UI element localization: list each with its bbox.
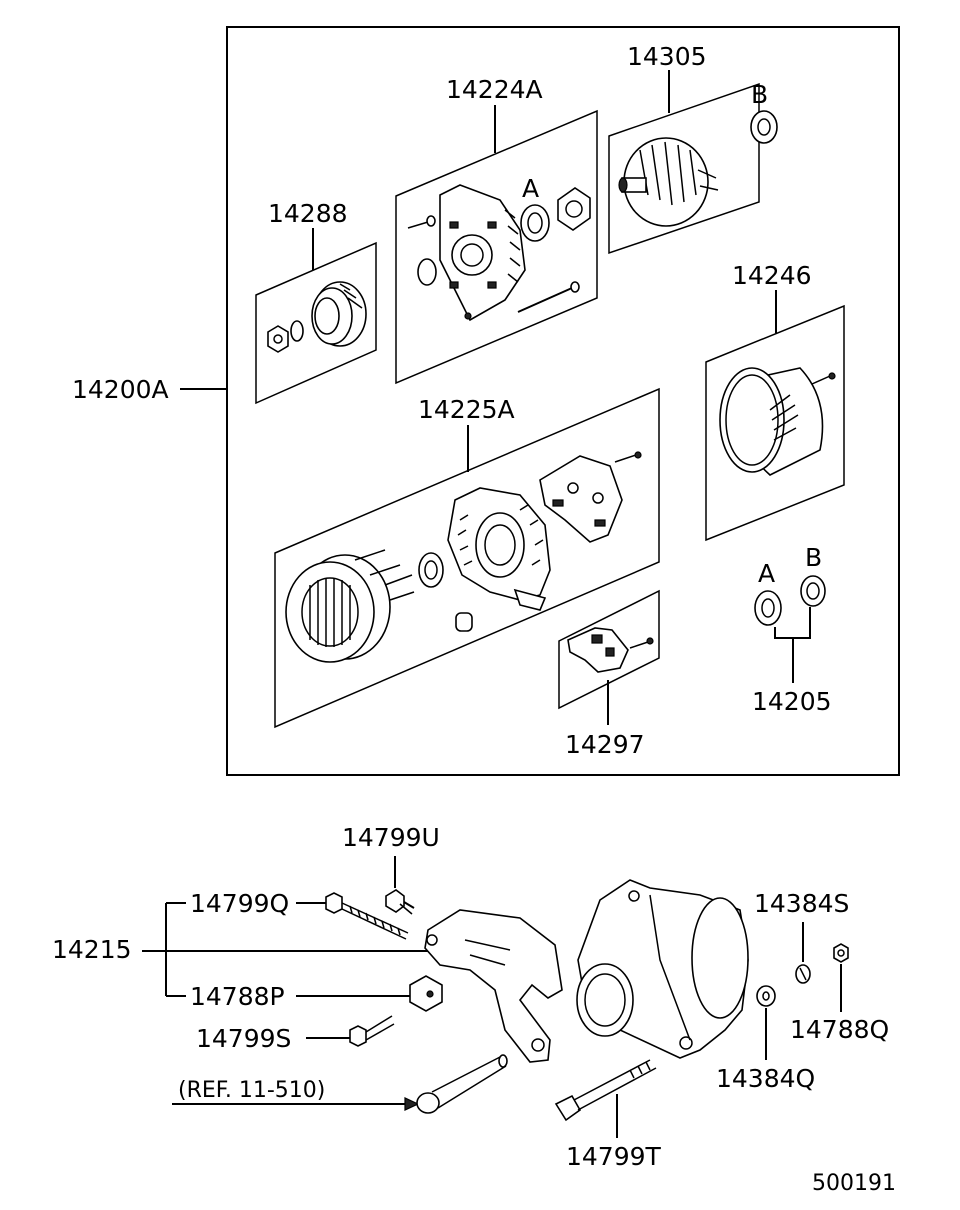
assembly-frame (226, 26, 900, 776)
bolt-icon (416, 1054, 508, 1114)
regulator-icon (567, 627, 654, 673)
label-bracket[interactable]: 14215 (52, 935, 132, 964)
label-pulley[interactable]: 14288 (268, 199, 348, 228)
pulley-icon (311, 281, 367, 347)
stator-cover-group: 14246 (705, 261, 845, 542)
bearing-icon (520, 204, 550, 242)
label-bearing-set[interactable]: 14205 (752, 687, 832, 716)
label-bearing-b-set[interactable]: B (805, 543, 822, 572)
label-bearing-b-top[interactable]: B (751, 80, 768, 109)
label-washer-q[interactable]: 14384Q (716, 1064, 815, 1093)
figure-id: 500191 (812, 1171, 896, 1196)
spacer-icon (455, 612, 473, 632)
bolt-icon (349, 1015, 395, 1047)
label-reference[interactable]: (REF. 11-510) (178, 1078, 325, 1103)
bolt-icon (325, 892, 409, 940)
bearing-icon (418, 552, 444, 588)
rotor-icon (618, 137, 719, 227)
stator-icon (285, 549, 415, 663)
retainer-icon (557, 187, 591, 231)
label-front-housing[interactable]: 14225A (418, 395, 515, 424)
washer-icon (795, 964, 811, 984)
ring-icon (417, 258, 437, 286)
label-assembly[interactable]: 14200A (72, 375, 169, 404)
nut-icon (409, 975, 443, 1012)
bearing-icon (754, 590, 782, 626)
regulator-group: 14297 (558, 589, 660, 759)
label-bearing-a-set[interactable]: A (758, 559, 775, 588)
label-rear-housing[interactable]: 14224A (446, 75, 543, 104)
rotor-group: 14305 B (608, 42, 778, 255)
nut-icon (833, 943, 849, 963)
pulley-group: 14288 (255, 199, 377, 405)
front-housing-group: 14225A (274, 387, 660, 729)
rectifier-icon (539, 451, 642, 543)
bolt-icon (407, 215, 580, 313)
front-housing-icon (447, 487, 551, 611)
label-stator-cover[interactable]: 14246 (732, 261, 812, 290)
bolt-icon (554, 1059, 657, 1122)
bearing-set-group: A B 14205 (752, 543, 832, 716)
bolt-icon (385, 889, 415, 915)
rear-housing-group: 14224A A (395, 75, 598, 385)
washer-icon (756, 985, 776, 1007)
bracket-icon (424, 909, 563, 1063)
label-regulator[interactable]: 14297 (565, 730, 645, 759)
label-bolt-q[interactable]: 14799Q (190, 889, 289, 918)
stator-cover-icon (719, 367, 836, 476)
label-rotor[interactable]: 14305 (627, 42, 707, 71)
label-bearing-a-top[interactable]: A (522, 174, 539, 203)
nut-icon (267, 320, 304, 353)
label-bolt-t[interactable]: 14799T (566, 1142, 662, 1171)
bearing-icon (800, 575, 826, 607)
label-nut-q[interactable]: 14788Q (790, 1015, 889, 1044)
label-bolt-u[interactable]: 14799U (342, 823, 440, 852)
label-bolt-s[interactable]: 14799S (196, 1024, 291, 1053)
label-nut-p[interactable]: 14788P (190, 982, 285, 1011)
label-washer-s[interactable]: 14384S (754, 889, 849, 918)
rear-housing-icon (439, 184, 526, 322)
bearing-icon (750, 110, 778, 144)
alternator-icon (576, 879, 749, 1059)
